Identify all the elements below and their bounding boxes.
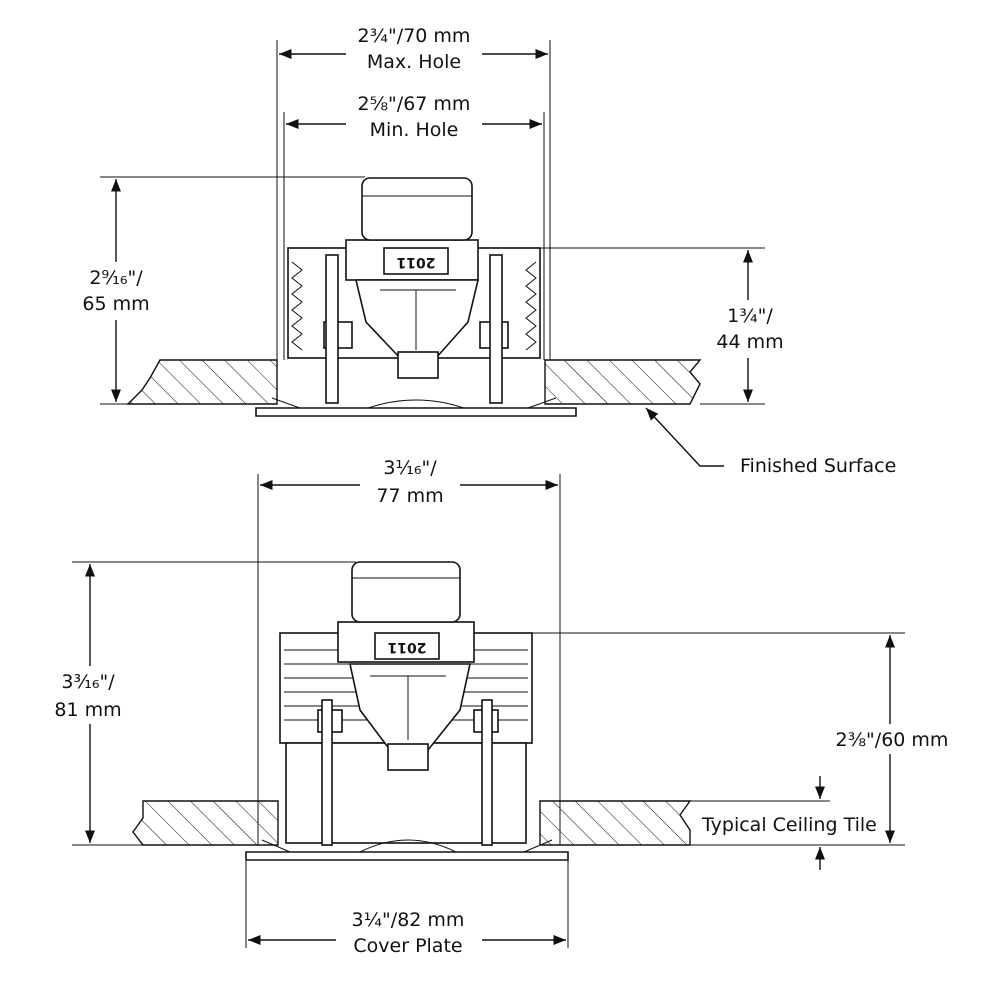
top-view: 2011 2¾"/70 mm Max. Hole 2⅝"/67 mm Min. … [70, 22, 896, 477]
max-hole-caption: Max. Hole [367, 51, 461, 73]
model-label-top: 2011 [397, 254, 436, 270]
bottom-height-value: 3³⁄₁₆"/ [61, 671, 115, 693]
bottom-width-value: 3¹⁄₁₆"/ [383, 457, 437, 479]
bottom-above-ceiling-value: 2⅜"/60 mm [836, 729, 949, 751]
ceiling-tile-label: Typical Ceiling Tile [701, 814, 877, 836]
sprinkler-body-bottom [245, 561, 569, 861]
min-hole-caption: Min. Hole [370, 119, 459, 141]
bottom-ceiling-tile [132, 800, 692, 846]
top-ceiling [126, 359, 702, 405]
cover-plate-value: 3¼"/82 mm [352, 909, 465, 931]
cover-plate-caption: Cover Plate [353, 935, 462, 957]
finished-surface-leader [645, 407, 724, 467]
bottom-width-metric: 77 mm [376, 485, 443, 507]
top-height-metric: 65 mm [82, 293, 149, 315]
min-hole-value: 2⅝"/67 mm [358, 93, 471, 115]
sprinkler-body-top [255, 177, 577, 417]
bottom-view: 2011 3¹⁄₁₆"/ 77 mm 3³⁄₁₆"/ 81 mm 2⅜"/60 … [44, 455, 958, 964]
bottom-height-metric: 81 mm [54, 699, 121, 721]
model-label-bottom: 2011 [388, 639, 427, 655]
max-hole-value: 2¾"/70 mm [358, 25, 471, 47]
top-above-ceiling-metric: 44 mm [716, 331, 783, 353]
finished-surface-label: Finished Surface [740, 455, 896, 477]
top-above-ceiling-value: 1¾"/ [727, 305, 773, 327]
top-height-value: 2⁹⁄₁₆"/ [89, 267, 143, 289]
